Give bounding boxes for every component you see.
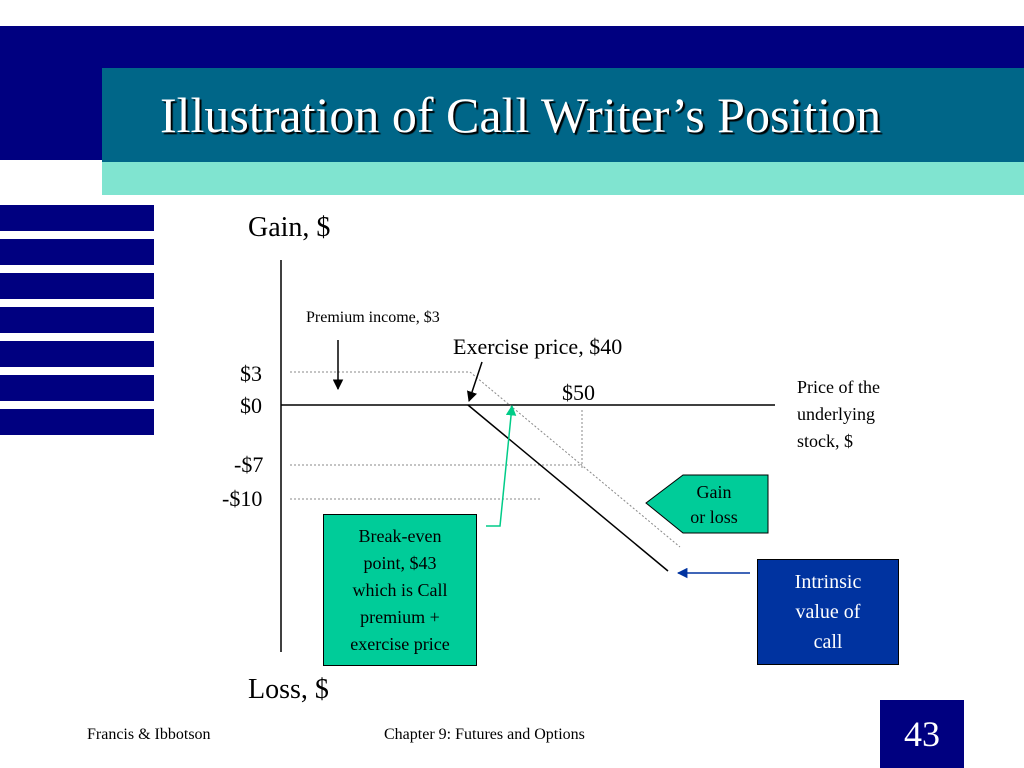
intrinsic-value-box: Intrinsic value of call (757, 559, 899, 665)
page-number: 43 (904, 714, 940, 754)
gain-loss-arrow-shape (645, 474, 769, 534)
slide-title: Illustration of Call Writer’s Position (160, 87, 882, 143)
decor-stripe (0, 273, 154, 299)
y-axis-top-label: Gain, $ (248, 212, 331, 243)
header-block-navy (0, 26, 104, 160)
x-axis-label: Price of the underlying stock, $ (797, 374, 880, 455)
decor-stripe (0, 409, 154, 435)
decor-stripe (0, 307, 154, 333)
x-axis-label-line: stock, $ (797, 431, 853, 451)
x-axis-label-line: underlying (797, 404, 875, 424)
break-even-box: Break-even point, $43 which is Call prem… (323, 514, 477, 666)
header-band-teal (102, 68, 1024, 162)
break-even-line: Break-even (358, 525, 442, 546)
break-even-line: point, $43 (363, 552, 437, 573)
header-band-mint (102, 162, 1024, 195)
exercise-arrow (467, 361, 483, 402)
intrinsic-line-text: call (813, 631, 843, 653)
header-band-navy (0, 26, 1024, 68)
intrinsic-line (467, 404, 669, 572)
x-axis-label-line: Price of the (797, 377, 880, 397)
y-tick-3: $3 (240, 361, 262, 386)
footer-author: Francis & Ibbotson (87, 726, 211, 743)
y-tick-0: $0 (240, 393, 262, 418)
y-axis-bottom-label: Loss, $ (248, 674, 329, 705)
decor-stripe (0, 375, 154, 401)
footer-chapter: Chapter 9: Futures and Options (384, 726, 585, 743)
gain-loss-line: Gain (696, 482, 732, 502)
payoff-line (469, 371, 681, 548)
gain-loss-line: or loss (690, 507, 738, 527)
break-even-line: premium + (360, 606, 440, 627)
intrinsic-line-text: Intrinsic (794, 571, 862, 593)
decor-stripe (0, 205, 154, 231)
decor-stripe (0, 239, 154, 265)
decor-stripe (0, 341, 154, 367)
x-tick-50: $50 (562, 380, 595, 405)
gain-loss-label: Gain or loss (676, 480, 752, 530)
intrinsic-line-text: value of (795, 601, 861, 623)
break-even-line: which is Call (352, 579, 448, 600)
y-tick-neg7: -$7 (234, 452, 264, 477)
y-tick-neg10: -$10 (222, 486, 263, 511)
break-even-arrow (486, 404, 517, 527)
page-number-box: 43 (880, 700, 964, 768)
exercise-label: Exercise price, $40 (453, 334, 623, 359)
break-even-line: exercise price (350, 633, 450, 654)
premium-label: Premium income, $3 (306, 309, 440, 326)
